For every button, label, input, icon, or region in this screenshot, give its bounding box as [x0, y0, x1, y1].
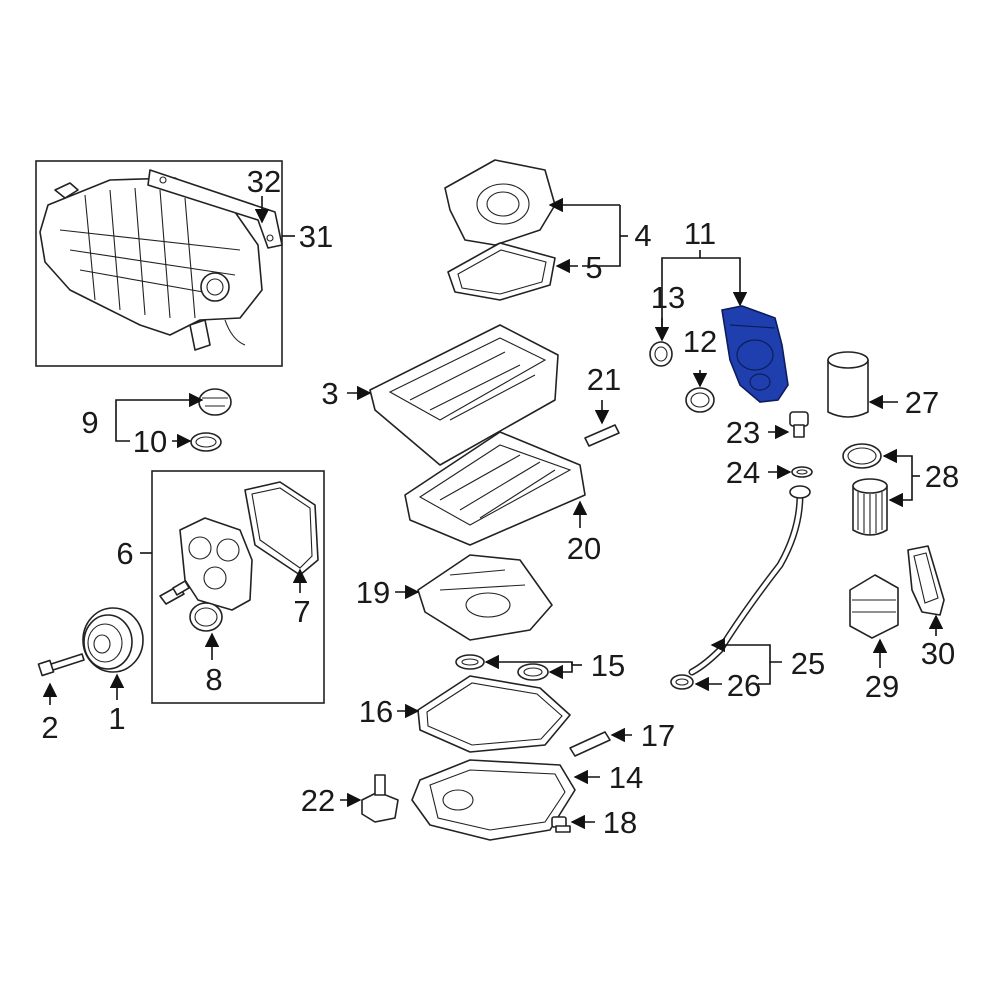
pulley-bolt-part[interactable] [37, 653, 85, 677]
pulley-part[interactable] [82, 607, 144, 673]
oil-pan-part[interactable] [411, 759, 576, 841]
callout-27: 27 [905, 385, 939, 420]
plug-part[interactable] [789, 411, 809, 438]
callout-8: 8 [205, 662, 222, 697]
leader-lines [42, 196, 944, 830]
oil-filter-part[interactable] [827, 351, 869, 418]
sealant-tube-a-part[interactable] [569, 731, 611, 757]
oil-cooler-part[interactable] [849, 574, 899, 639]
cooler-gasket-part[interactable] [907, 545, 945, 616]
head-cover-part[interactable] [444, 159, 556, 246]
callout-12: 12 [683, 324, 717, 359]
callout-7: 7 [293, 594, 310, 629]
cap-oring-part[interactable] [190, 432, 222, 452]
drain-seal-right-part[interactable] [517, 663, 549, 681]
callout-29: 29 [865, 669, 899, 704]
small-seal-part[interactable] [649, 341, 673, 367]
callout-labels: 1 2 3 4 5 6 7 8 9 10 11 12 13 14 15 16 1… [41, 164, 959, 840]
callout-25: 25 [791, 646, 825, 681]
callout-31: 31 [299, 219, 333, 254]
head-cover-gasket-part[interactable] [447, 242, 556, 301]
callout-4: 4 [634, 218, 651, 253]
callout-18: 18 [603, 805, 637, 840]
callout-17: 17 [641, 718, 675, 753]
cover-bolt-part[interactable] [159, 580, 190, 605]
callout-24: 24 [726, 455, 760, 490]
intake-manifold-part[interactable] [39, 177, 263, 351]
callout-26: 26 [727, 668, 761, 703]
callout-5: 5 [585, 250, 602, 285]
intake-manifold-group-box [35, 160, 283, 367]
callout-2: 2 [41, 710, 58, 745]
callout-21: 21 [587, 362, 621, 397]
callout-19: 19 [356, 575, 390, 610]
tube-oring-part[interactable] [670, 674, 694, 690]
callout-13: 13 [651, 280, 685, 315]
sealant-tube-b-part[interactable] [584, 424, 620, 447]
callout-1: 1 [108, 701, 125, 736]
baffle-part[interactable] [417, 554, 553, 641]
callout-11: 11 [684, 216, 716, 251]
callout-10: 10 [133, 424, 167, 459]
crank-seal-part[interactable] [685, 387, 715, 413]
callout-6: 6 [116, 536, 133, 571]
front-cover-part[interactable] [179, 517, 253, 611]
dipstick-tube-part[interactable] [688, 485, 811, 676]
washer-part[interactable] [791, 466, 813, 478]
cover-seal-part[interactable] [189, 602, 223, 632]
lower-block-part[interactable] [404, 431, 586, 546]
callout-32: 32 [247, 164, 281, 199]
drain-seal-left-part[interactable] [455, 654, 485, 670]
intake-gasket-part[interactable] [147, 169, 283, 249]
valve-cover-part[interactable] [369, 324, 559, 466]
callout-20: 20 [567, 531, 601, 566]
filter-element-part[interactable] [852, 478, 888, 536]
callout-16: 16 [359, 694, 393, 729]
highlighted-timing-cover-part[interactable] [721, 305, 789, 403]
oil-pan-gasket-part[interactable] [417, 675, 571, 753]
callout-3: 3 [321, 376, 338, 411]
oil-cap-part[interactable] [198, 388, 232, 416]
callout-15: 15 [591, 648, 625, 683]
timing-cover-group-box [151, 470, 325, 704]
callout-9: 9 [81, 405, 98, 440]
cover-gasket-part[interactable] [244, 481, 319, 576]
filter-seal-part[interactable] [842, 443, 882, 469]
callout-22: 22 [301, 783, 335, 818]
callout-23: 23 [726, 415, 760, 450]
callout-28: 28 [925, 459, 959, 494]
callout-14: 14 [609, 760, 643, 795]
callout-30: 30 [921, 636, 955, 671]
drain-plug-part[interactable] [551, 816, 571, 833]
oil-level-sensor-part[interactable] [361, 774, 399, 823]
